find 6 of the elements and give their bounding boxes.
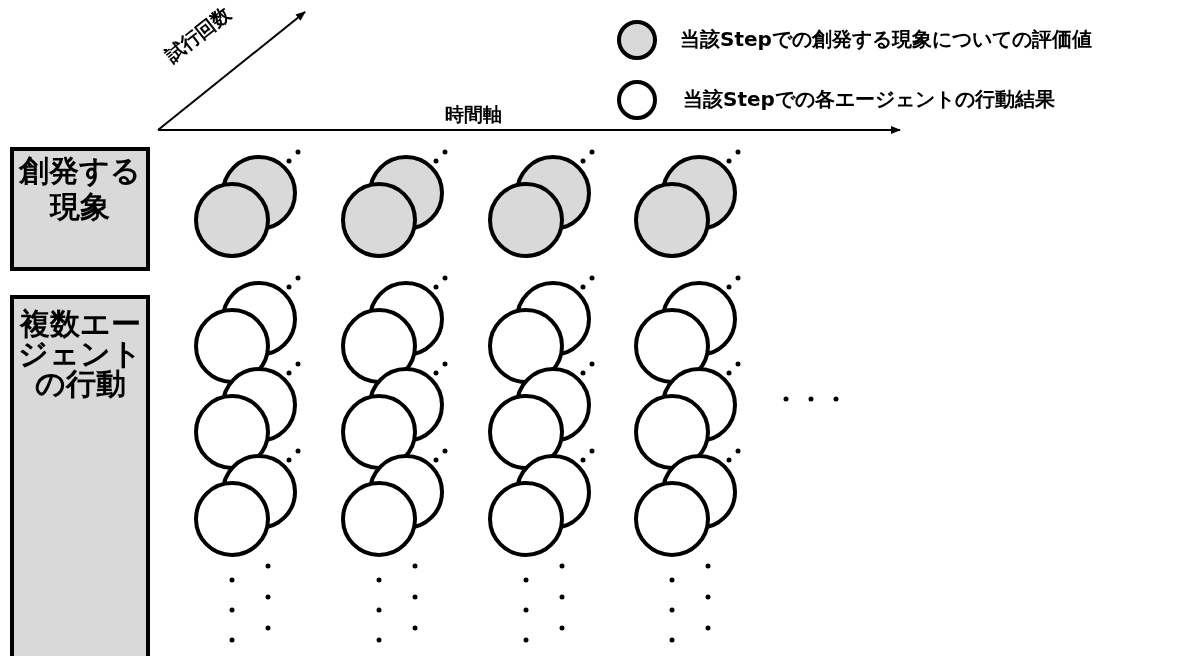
legend-text: 当該Stepでの各エージェントの行動結果: [683, 86, 1055, 113]
category-box: 複数エージェントの行動: [10, 295, 150, 656]
axis-label: 試行回数: [160, 1, 236, 69]
axis-label: 時間軸: [445, 102, 502, 127]
category-box: 創発する現象: [10, 147, 150, 271]
legend-text: 当該Stepでの創発する現象についての評価値: [680, 26, 1092, 53]
